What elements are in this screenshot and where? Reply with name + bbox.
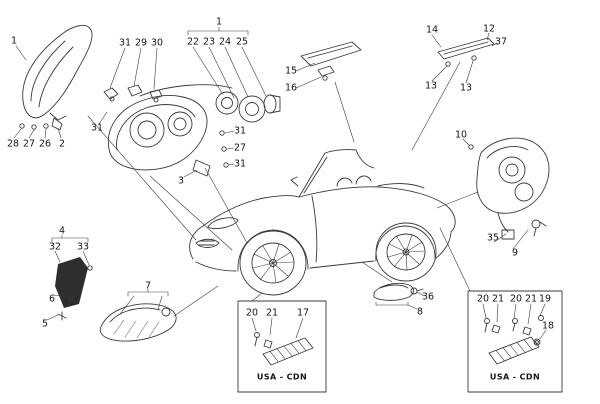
callout-30: 30 [150, 37, 164, 49]
usa-cdn-label-right: USA - CDN [489, 372, 541, 382]
projector-units-drawing [192, 91, 281, 177]
callout-24: 24 [218, 36, 232, 48]
callout-13-a: 13 [424, 80, 438, 92]
callout-35: 35 [486, 232, 500, 244]
callout-1-b: 1 [215, 16, 223, 28]
callout-7: 7 [144, 280, 152, 292]
callout-37: 37 [494, 36, 508, 48]
callout-5: 5 [41, 318, 49, 330]
callout-20-c: 20 [509, 293, 523, 305]
leader-lines [13, 26, 547, 340]
headlamp-assembly-drawing [107, 84, 233, 171]
callout-32: 32 [48, 241, 62, 253]
car-drawing [189, 149, 456, 296]
front-turn-signal-drawing [99, 303, 177, 342]
callout-31-a: 31 [118, 37, 132, 49]
callout-3: 3 [177, 175, 185, 187]
callout-27-b: 27 [233, 142, 247, 154]
callout-22: 22 [186, 36, 200, 48]
callout-27-a: 27 [22, 138, 36, 150]
usa-cdn-center-region [237, 300, 327, 393]
third-brake-light-left-drawing [300, 41, 362, 81]
callout-28: 28 [6, 138, 20, 150]
callout-26: 26 [38, 138, 52, 150]
callout-14: 14 [425, 24, 439, 36]
callout-21-b: 21 [491, 293, 505, 305]
callout-21-a: 21 [265, 307, 279, 319]
callout-31-b: 31 [90, 122, 104, 134]
callout-23: 23 [202, 36, 216, 48]
callout-17: 17 [296, 307, 310, 319]
usa-cdn-right-region [467, 290, 563, 393]
callout-31-d: 31 [233, 158, 247, 170]
callout-25: 25 [235, 36, 249, 48]
callout-18: 18 [541, 320, 555, 332]
callout-12: 12 [482, 23, 496, 35]
callout-19: 19 [538, 293, 552, 305]
callout-20-a: 20 [245, 307, 259, 319]
callout-33: 33 [76, 241, 90, 253]
front-bracket-drawing [55, 257, 93, 321]
callout-6: 6 [48, 293, 56, 305]
callout-13-b: 13 [459, 82, 473, 94]
callout-16: 16 [284, 82, 298, 94]
callout-1-a: 1 [10, 35, 18, 47]
headlight-mount-parts-drawing [103, 84, 163, 103]
callout-21-c: 21 [524, 293, 538, 305]
callout-2: 2 [58, 138, 66, 150]
tail-light-drawing [468, 137, 550, 240]
callout-29: 29 [134, 37, 148, 49]
callout-4: 4 [58, 225, 66, 237]
callout-36: 36 [421, 291, 435, 303]
callout-15: 15 [284, 65, 298, 77]
side-marker-rear-drawing [373, 282, 424, 301]
usa-cdn-label-center: USA - CDN [256, 372, 308, 382]
callout-8: 8 [416, 306, 424, 318]
callout-20-b: 20 [476, 293, 490, 305]
callout-9: 9 [511, 247, 519, 259]
headlight-cover-drawing [19, 24, 93, 131]
third-brake-light-right-drawing [437, 37, 495, 67]
callout-10: 10 [454, 129, 468, 141]
callout-31-c: 31 [233, 125, 247, 137]
